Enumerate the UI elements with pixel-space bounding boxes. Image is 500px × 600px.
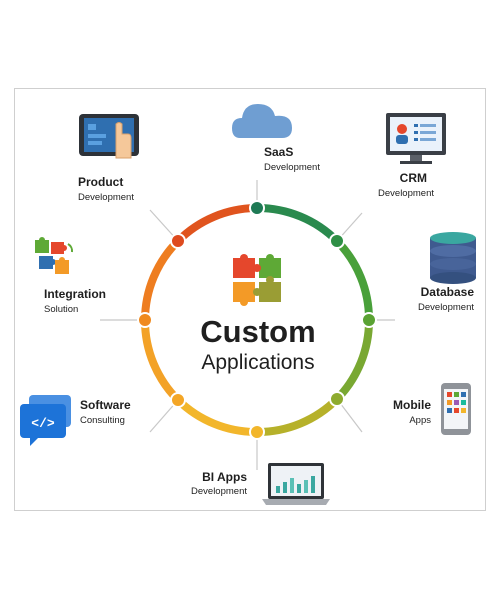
node-database-subtitle: Development (418, 302, 474, 313)
node-saas-subtitle: Development (264, 162, 320, 173)
ring-dot-database (361, 312, 377, 328)
node-mobile-subtitle: Apps (409, 415, 431, 426)
ring-dots (137, 200, 377, 440)
node-database-title: Database (421, 285, 475, 299)
node-bi-subtitle: Development (191, 486, 247, 497)
puzzle-icon (35, 237, 74, 274)
ring-arc-3 (334, 319, 374, 402)
node-crm-subtitle: Development (378, 188, 434, 199)
node-software-subtitle: Consulting (80, 415, 125, 426)
database-icon (430, 232, 476, 284)
node-crm-title: CRM (400, 171, 427, 185)
laptop-chart-icon (262, 463, 330, 505)
node-software-title: Software (80, 398, 131, 412)
ring-arc-8 (175, 204, 258, 244)
node-product-subtitle: Development (78, 192, 134, 203)
ring (140, 203, 374, 437)
node-bi-title: BI Apps (202, 470, 247, 484)
ring-arc-5 (175, 397, 258, 437)
ring-dot-bi (249, 424, 265, 440)
tablet-touch-icon (79, 114, 139, 159)
smartphone-icon (441, 383, 471, 435)
ring-dot-product (170, 233, 186, 249)
ring-dot-integration (137, 312, 153, 328)
ring-arc-1 (256, 203, 340, 244)
node-integration-subtitle: Solution (44, 304, 78, 315)
node-product-title: Product (78, 175, 123, 189)
node-mobile-title: Mobile (393, 398, 431, 412)
node-integration-title: Integration (44, 287, 106, 301)
ring-arc-2 (334, 238, 374, 321)
node-saas-title: SaaS (264, 145, 293, 159)
ring-dot-mobile (329, 391, 345, 407)
ring-arc-4 (256, 396, 340, 437)
ring-arc-6 (140, 319, 181, 403)
crm-monitor-icon (386, 113, 446, 164)
center-subtitle: Applications (201, 351, 314, 374)
svg-text:</>: </> (31, 416, 55, 431)
code-chat-icon: </> (20, 395, 71, 446)
ring-dot-software (170, 392, 186, 408)
ring-dot-saas (249, 200, 265, 216)
cloud-icon (232, 104, 292, 138)
ring-arc-7 (141, 238, 181, 321)
ring-dot-crm (329, 233, 345, 249)
center-title: Custom (200, 314, 315, 349)
puzzle-center-icon (233, 254, 281, 306)
